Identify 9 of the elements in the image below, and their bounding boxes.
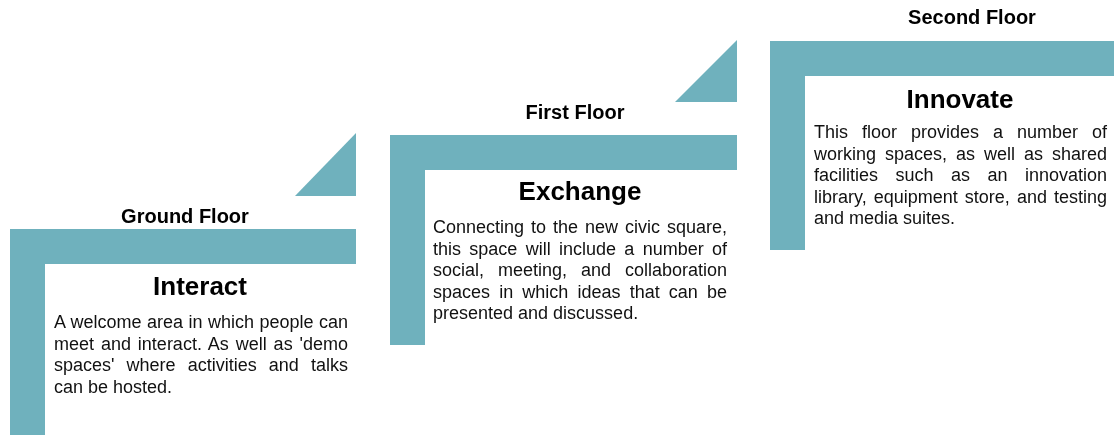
floor-heading: First Floor	[525, 101, 625, 124]
floor-title: Innovate	[906, 84, 1014, 115]
floor-title: Interact	[153, 271, 247, 302]
description-paragraph: This floor provides a number of working spaces, as well as shared facilities such as an innovation library, equipment store, and testing and media suites.	[814, 122, 1107, 230]
floor-heading: Second Floor	[908, 6, 1036, 29]
description-paragraph: Connecting to the new civic square, this space will include a number of social, meeting, and collaboration spaces in which ideas that can be presented and discussed.	[433, 217, 727, 325]
description-paragraph: A welcome area in which people can meet and interact. As well as 'demo spaces' where activities and talks can be hosted.	[54, 312, 348, 399]
floor-title: Exchange	[518, 176, 642, 207]
floor-heading: Ground Floor	[121, 205, 249, 228]
